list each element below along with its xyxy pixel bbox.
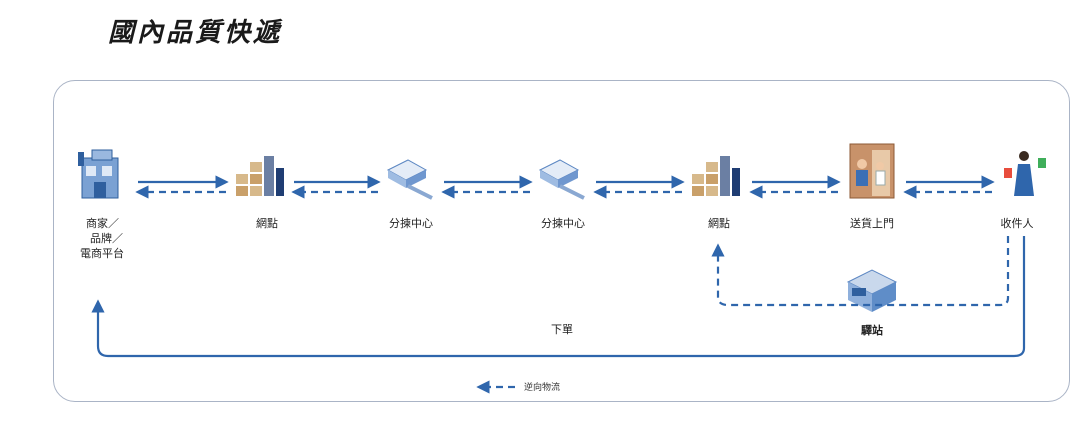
sort-center-2-label: 分揀中心 bbox=[541, 217, 585, 230]
outlet-right-label: 網點 bbox=[708, 216, 730, 230]
legend: 逆向物流 bbox=[476, 380, 560, 394]
merchant-label-line3: 電商平台 bbox=[80, 246, 124, 260]
outlet-warehouse-icon-right bbox=[692, 156, 740, 196]
flow-arrows bbox=[91, 175, 1026, 358]
recipient-label: 收件人 bbox=[1001, 216, 1034, 230]
merchant-label-line1: 商家／ bbox=[86, 216, 119, 230]
door-delivery-label: 送貨上門 bbox=[850, 216, 894, 230]
door-delivery-icon bbox=[849, 143, 895, 199]
order-flow-arrow bbox=[91, 236, 1026, 358]
sort-center-1-label: 分揀中心 bbox=[389, 217, 433, 230]
diagram-panel bbox=[53, 80, 1070, 402]
recipient-person-icon bbox=[1004, 151, 1046, 196]
page-title: 國內品質快遞 bbox=[108, 18, 283, 48]
merchant-building-icon bbox=[78, 149, 119, 199]
sorting-center-icon-2 bbox=[538, 159, 585, 200]
sorting-center-icon-1 bbox=[386, 159, 433, 200]
outlet-warehouse-icon-left bbox=[236, 156, 284, 196]
merchant-label-line2: 品牌／ bbox=[90, 231, 123, 245]
outlet-left-label: 網點 bbox=[256, 216, 278, 230]
reverse-loop-arrow bbox=[711, 236, 1010, 307]
station-label: 驛站 bbox=[861, 323, 883, 337]
legend-label: 逆向物流 bbox=[524, 381, 560, 393]
order-label: 下單 bbox=[551, 323, 573, 336]
